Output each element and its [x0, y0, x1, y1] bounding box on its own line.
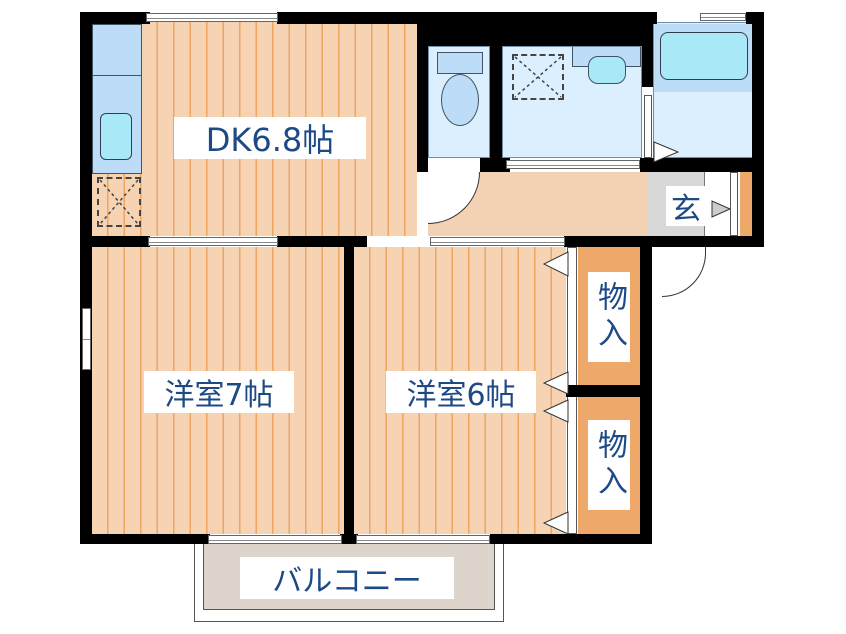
front-door-swing[interactable] — [662, 247, 706, 297]
wall-top-service — [417, 12, 653, 46]
bathtub-icon — [660, 32, 748, 80]
washroom-sliding-door[interactable] — [506, 160, 640, 169]
wall-dk-right — [417, 12, 428, 172]
western-room-6-label: 洋室6帖 — [386, 371, 536, 413]
fridge-cross-icon — [99, 179, 139, 225]
bathroom-door-arrow-icon — [653, 141, 680, 163]
balcony-label: バルコニー — [240, 557, 454, 599]
toilet-bowl-icon — [441, 74, 479, 126]
room6-balcony-door[interactable] — [356, 535, 490, 544]
entrance-inner-frame — [730, 172, 738, 236]
western-room-7-floor — [92, 247, 344, 534]
wall-bath-bottom — [640, 158, 764, 172]
wall-rooms-divider — [344, 236, 354, 542]
wall-left — [80, 12, 92, 542]
wall-right-upper — [752, 12, 764, 242]
wall-wash-bath — [642, 22, 653, 87]
closet-2-label: 物入 — [588, 420, 630, 510]
entrance-arrow-icon — [711, 200, 732, 218]
room7-side-window — [82, 308, 91, 370]
entrance-label: 玄 — [666, 186, 706, 227]
wall-middle-horizontal-3 — [564, 236, 764, 247]
dk-top-window — [146, 13, 278, 22]
closet-1-label: 物入 — [588, 272, 630, 362]
wall-bottom-mid — [340, 534, 358, 544]
washer-space-icon — [512, 54, 564, 100]
washer-cross-icon — [514, 56, 562, 98]
wall-bottom-left — [80, 534, 210, 544]
bathroom-window — [700, 13, 746, 21]
wall-top-left — [80, 12, 150, 24]
room7-balcony-door[interactable] — [208, 535, 342, 544]
wall-middle-horizontal-2 — [277, 236, 367, 247]
door-arrow-icons — [542, 251, 569, 535]
bathroom-door[interactable] — [644, 95, 652, 158]
counter-divider — [92, 75, 142, 76]
wall-toilet-wash — [490, 46, 502, 161]
western-room-7-label: 洋室7帖 — [144, 371, 294, 413]
wall-closet-divider — [566, 385, 652, 397]
shoe-closet — [740, 172, 752, 236]
kitchen-sink-icon — [100, 113, 132, 160]
wash-basin-icon — [588, 56, 626, 84]
room6-sliding-door[interactable] — [430, 237, 565, 246]
wall-bottom-right — [490, 534, 652, 544]
dk-bottom-sliding-door[interactable] — [148, 237, 278, 246]
toilet-tank-icon — [437, 52, 483, 74]
fridge-space-icon — [97, 177, 141, 227]
dk-label: DK6.8帖 — [174, 117, 366, 159]
wall-service-bottom — [480, 158, 510, 172]
wall-middle-horizontal — [80, 236, 150, 247]
